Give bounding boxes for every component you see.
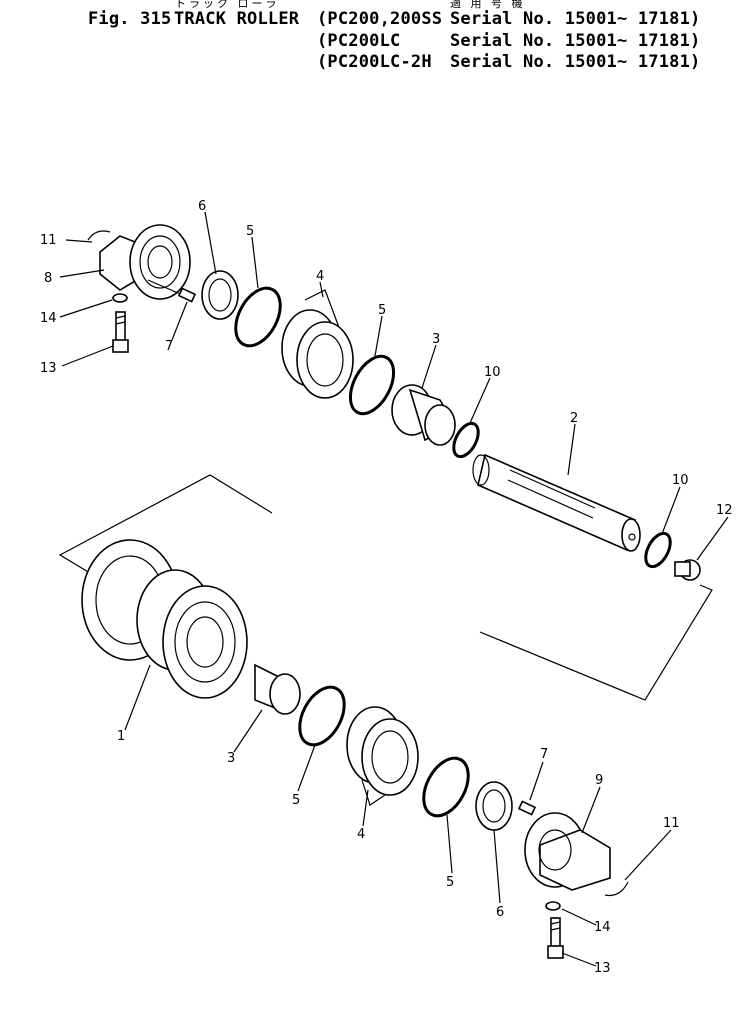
o-ring-shaft-lower [644, 531, 672, 569]
callout-5-lower-1: 5 [292, 793, 300, 808]
callout-4-lower: 4 [357, 827, 365, 842]
callout-5-upper-1: 5 [246, 224, 254, 239]
roller-support-right [524, 812, 611, 891]
assembly-outline-left [58, 474, 273, 586]
callout-6-upper: 6 [198, 199, 206, 214]
callout-3-upper: 3 [432, 332, 440, 347]
callout-11-lower: 11 [663, 816, 680, 831]
floating-seal-upper [201, 270, 239, 320]
callout-10-lower: 10 [672, 473, 689, 488]
washer-lower [545, 901, 561, 911]
assembly-outline-right [479, 584, 713, 701]
serial-1: Serial No. 15001~ 17181) [450, 9, 701, 29]
callout-9: 9 [595, 773, 603, 788]
dowel-pin-lower [517, 800, 537, 816]
callout-7-lower: 7 [540, 747, 548, 762]
callout-14-lower: 14 [594, 920, 611, 935]
o-ring-lower-1 [298, 685, 346, 747]
callout-5-upper-2: 5 [378, 303, 386, 318]
o-ring-upper-2 [348, 354, 396, 416]
callout-14-upper: 14 [40, 311, 57, 326]
model-2: (PC200LC [317, 31, 401, 51]
dowel-pin-upper [177, 287, 197, 303]
bolt-upper [112, 311, 129, 353]
serial-3: Serial No. 15001~ 17181) [450, 52, 701, 72]
callout-12: 12 [716, 503, 733, 518]
roller-shaft [472, 453, 641, 552]
lock-pin-lower [604, 881, 629, 897]
bolt-lower [547, 917, 564, 959]
lock-pin-upper [87, 230, 111, 241]
kana-applicable: 適 用 号 機 [450, 0, 526, 10]
floating-seal-lower [475, 781, 513, 831]
callout-6-lower: 6 [496, 905, 504, 920]
callout-4-upper: 4 [316, 269, 324, 284]
callout-3-lower: 3 [227, 751, 235, 766]
figure-title: TRACK ROLLER [174, 9, 300, 29]
o-ring-shaft-upper [452, 421, 480, 459]
model-1: (PC200,200SS [317, 9, 443, 29]
leader-lines [59, 211, 729, 967]
callout-8: 8 [44, 271, 52, 286]
callout-1: 1 [117, 729, 125, 744]
seal-upper [281, 289, 354, 399]
serial-2: Serial No. 15001~ 17181) [450, 31, 701, 51]
model-3: (PC200LC-2H [317, 52, 432, 72]
o-ring-upper-1 [234, 286, 282, 348]
callout-13-upper: 13 [40, 361, 57, 376]
callout-11-upper: 11 [40, 233, 57, 248]
kana-title: トラック ローラ [175, 0, 280, 10]
washer-upper [112, 293, 128, 303]
callout-10-upper: 10 [484, 365, 501, 380]
callout-5-lower-2: 5 [446, 875, 454, 890]
o-ring-lower-2 [422, 756, 470, 818]
roller-support-left [99, 224, 191, 300]
track-roller [81, 539, 248, 699]
bushing-upper [391, 384, 457, 446]
callout-2: 2 [570, 411, 578, 426]
bushing-lower [254, 663, 301, 715]
figure-number: Fig. 315 [88, 9, 172, 29]
seal-lower [346, 706, 419, 806]
callout-7-upper: 7 [165, 339, 173, 354]
callout-13-lower: 13 [594, 961, 611, 976]
plug [674, 559, 701, 581]
